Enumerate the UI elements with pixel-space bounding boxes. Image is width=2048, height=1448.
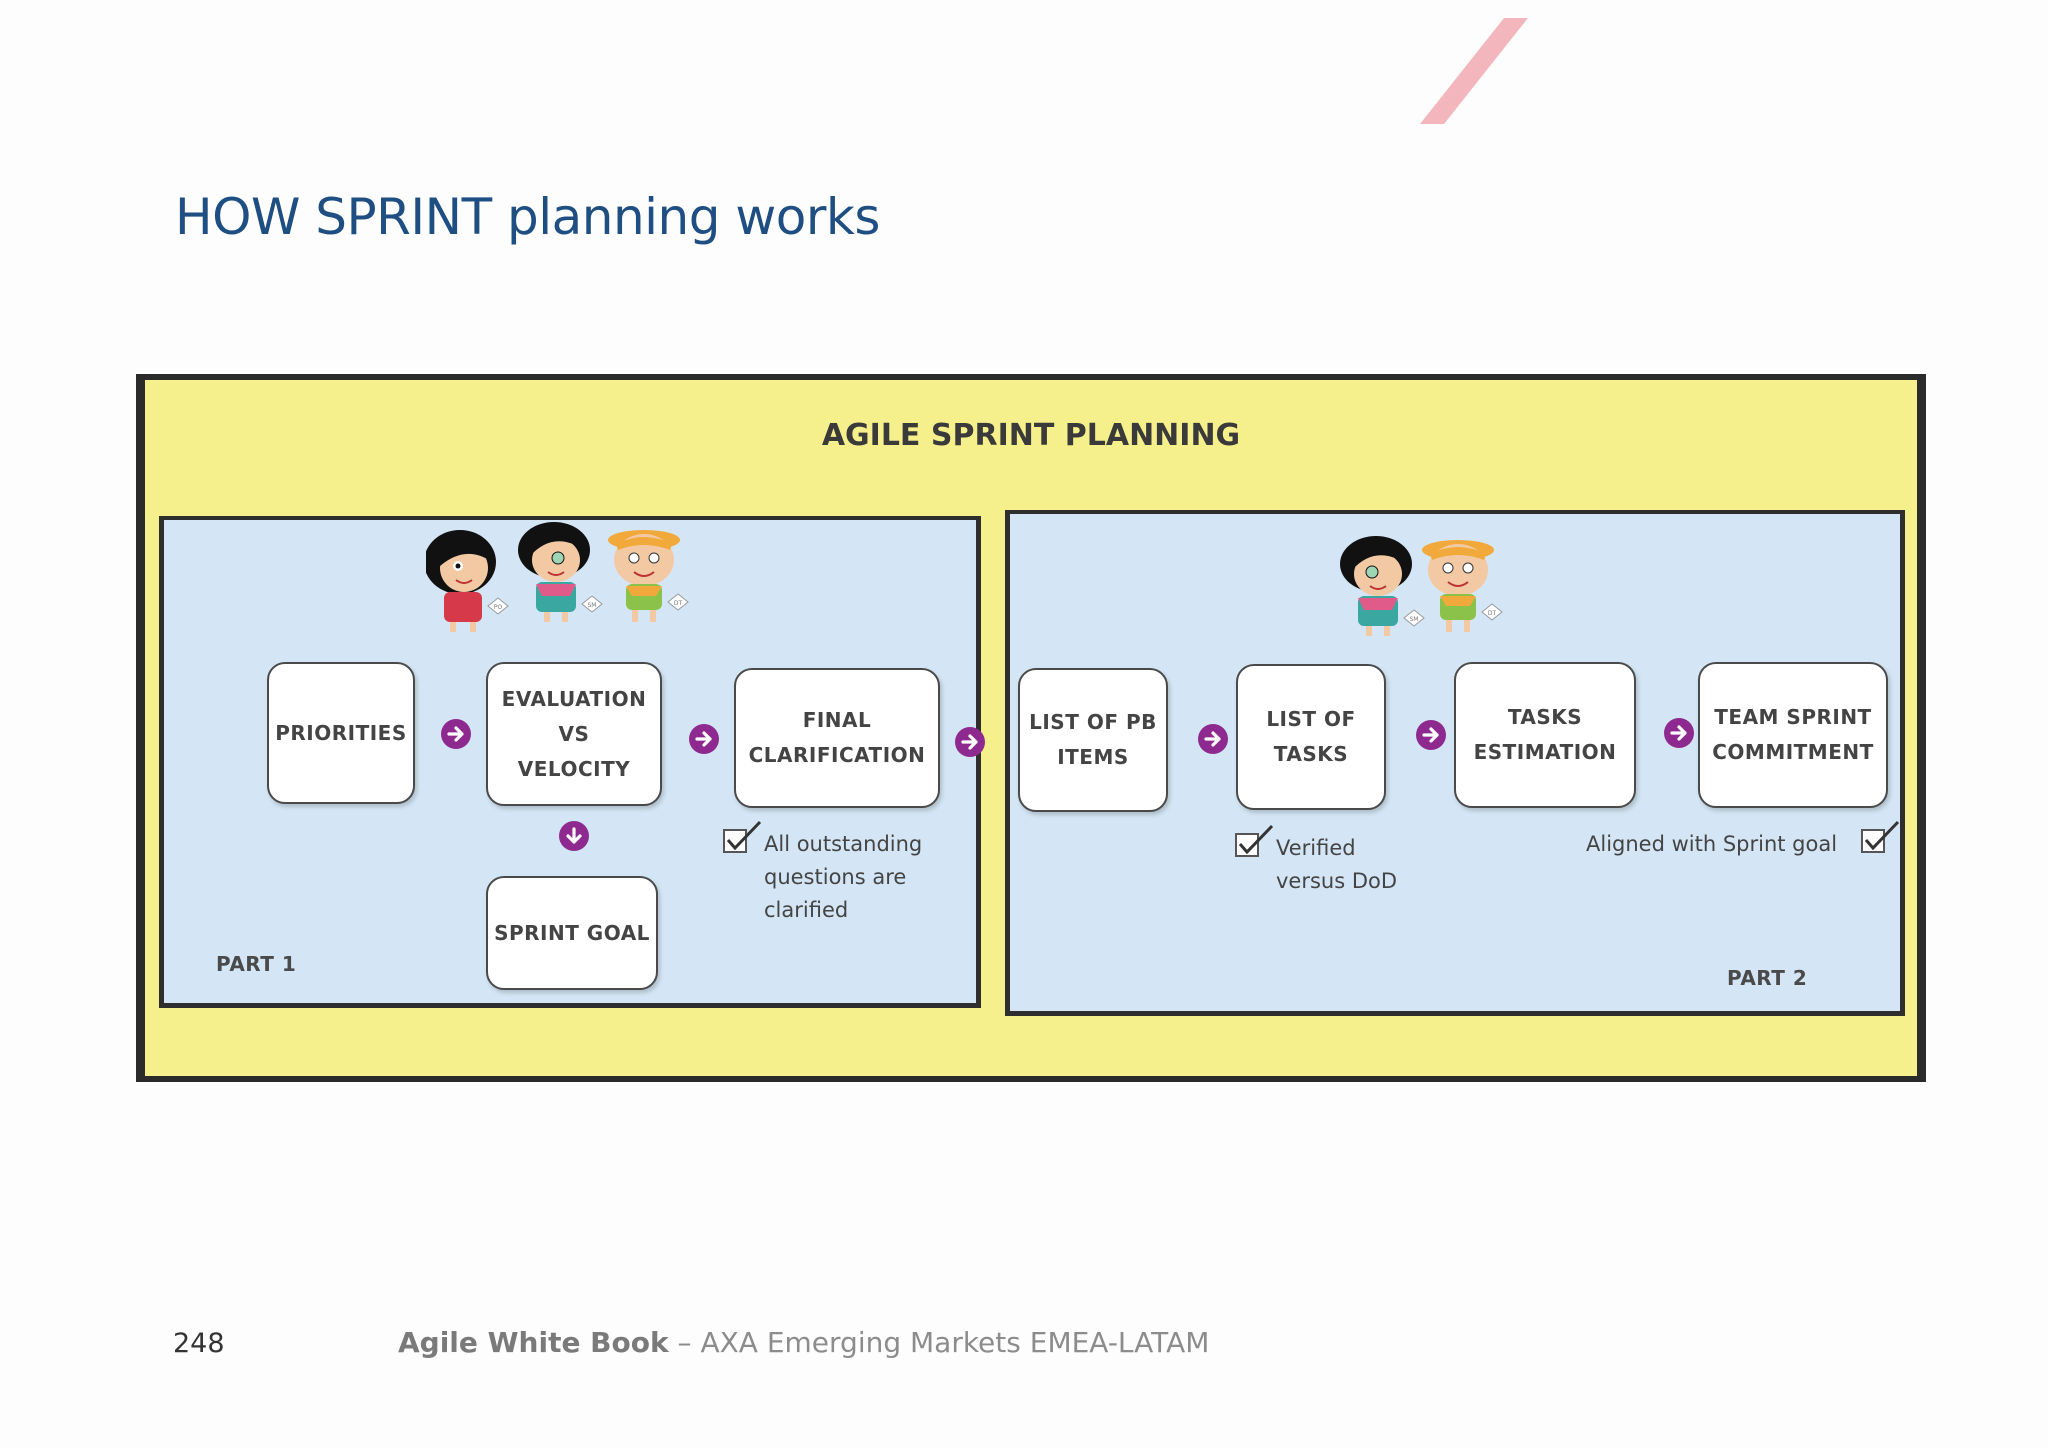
team-sprint-commitment-box: TEAM SPRINT COMMITMENT: [1698, 662, 1888, 808]
final-clarification-box: FINAL CLARIFICATION: [734, 668, 940, 808]
box-line: PRIORITIES: [275, 720, 407, 745]
box-line: SPRINT GOAL: [494, 920, 650, 945]
footer-text: Agile White Book – AXA Emerging Markets …: [398, 1326, 1209, 1359]
box-line: LIST OF: [1266, 707, 1356, 731]
box-line: VELOCITY: [517, 756, 631, 781]
box-line: TEAM SPRINT: [1714, 705, 1872, 729]
part-1-panel: PO SM DT PRIORITIES: [159, 516, 985, 1008]
arrow-right-icon: [955, 727, 985, 757]
priorities-box: PRIORITIES: [267, 662, 415, 804]
note-line: clarified: [764, 898, 849, 922]
page-number: 248: [173, 1328, 225, 1359]
agile-sprint-planning-diagram: AGILE SPRINT PLANNING PO SM: [136, 374, 1926, 1082]
note-line: questions are: [764, 865, 907, 889]
arrow-right-icon: [1664, 718, 1694, 748]
box-line: LIST OF PB: [1029, 710, 1157, 734]
arrow-right-icon: [689, 724, 719, 754]
character-sm-icon: SM: [518, 522, 603, 622]
list-of-pb-items-box: LIST OF PB ITEMS: [1018, 668, 1168, 812]
box-line: ITEMS: [1057, 745, 1129, 769]
arrow-right-icon: [441, 719, 471, 749]
aligned-note: Aligned with Sprint goal: [1586, 832, 1838, 856]
footer-book: Agile White Book: [398, 1326, 669, 1359]
character-dt-icon: DT: [1422, 540, 1503, 632]
note-line: versus DoD: [1276, 869, 1398, 893]
decorative-slash-icon: [1420, 18, 1528, 124]
character-po-icon: PO: [426, 530, 509, 632]
box-line: CLARIFICATION: [748, 743, 926, 767]
checkmark-icon: [723, 820, 762, 853]
diagram-title: AGILE SPRINT PLANNING: [821, 418, 1241, 453]
note-line: Verified: [1276, 836, 1356, 860]
footer-org: AXA Emerging Markets EMEA-LATAM: [700, 1326, 1210, 1359]
svg-text:SM: SM: [588, 602, 597, 609]
box-line: COMMITMENT: [1712, 740, 1874, 764]
svg-text:SM: SM: [1410, 616, 1419, 623]
sprint-goal-box: SPRINT GOAL: [486, 876, 658, 990]
part-2-label: PART 2: [1727, 966, 1808, 990]
box-line: FINAL: [802, 708, 872, 732]
part-1-label: PART 1: [216, 952, 297, 976]
tasks-estimation-box: TASKS ESTIMATION: [1454, 662, 1636, 808]
arrow-right-icon: [1416, 720, 1446, 750]
footer-separator: –: [668, 1326, 701, 1359]
checkmark-icon: [1235, 824, 1274, 857]
character-sm-icon: SM: [1340, 536, 1425, 636]
svg-text:PO: PO: [494, 604, 503, 611]
box-line: VS: [558, 721, 590, 746]
part1-note: All outstanding questions are clarified: [764, 828, 922, 927]
arrow-right-icon: [1198, 724, 1228, 754]
evaluation-vs-velocity-box: EVALUATION VS VELOCITY: [486, 662, 662, 806]
checkmark-icon: [1861, 820, 1900, 853]
page-title: HOW SPRINT planning works: [175, 188, 880, 246]
list-of-tasks-box: LIST OF TASKS: [1236, 664, 1386, 810]
svg-text:DT: DT: [674, 600, 683, 607]
box-line: EVALUATION: [501, 686, 647, 711]
character-dt-icon: DT: [608, 530, 689, 622]
box-line: TASKS: [1507, 705, 1583, 729]
arrow-down-icon: [559, 821, 589, 851]
part-2-panel: SM DT LIST OF PB ITEMS LIST OF TASKS: [1005, 510, 1905, 1016]
note-line: All outstanding: [764, 832, 923, 856]
box-line: TASKS: [1273, 742, 1349, 766]
box-line: ESTIMATION: [1473, 740, 1617, 764]
svg-text:DT: DT: [1488, 610, 1497, 617]
verified-note: Verified versus DoD: [1276, 832, 1397, 898]
